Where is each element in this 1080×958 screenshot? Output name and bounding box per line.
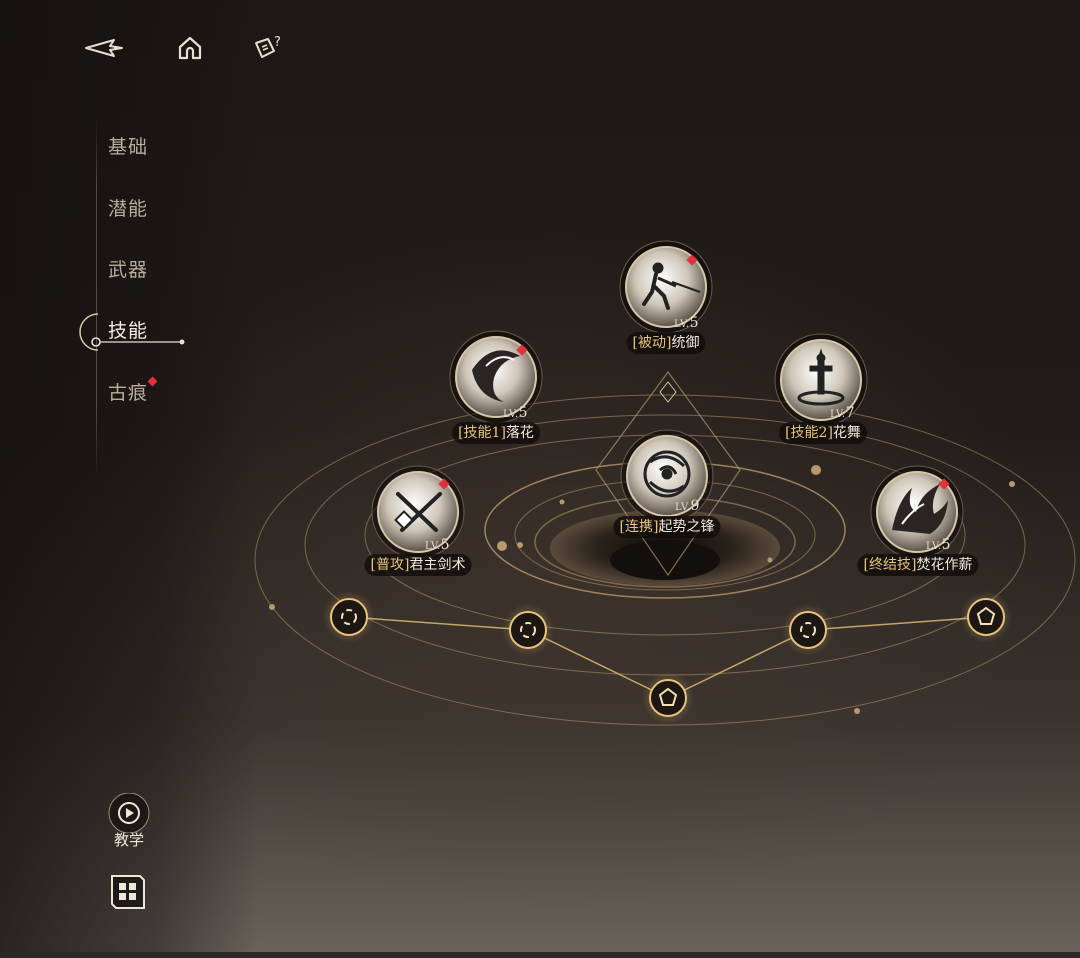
top-bar: ? — [80, 28, 300, 68]
skill-label-passive[interactable]: [被动]统御 — [626, 332, 706, 354]
level-skill1: LV.5 — [503, 405, 529, 421]
upgrade-node[interactable] — [642, 672, 694, 724]
skill-node-skill2[interactable] — [774, 333, 868, 427]
badge-skill1 — [516, 344, 528, 356]
back-arrow-icon[interactable] — [84, 28, 124, 68]
badge-basic — [438, 478, 450, 490]
badge-passive — [686, 254, 698, 266]
crossed-swords-icon — [394, 492, 442, 532]
swordsman-icon — [642, 262, 701, 310]
skill-label-combo[interactable]: [连携]起势之锋 — [613, 516, 721, 538]
nav-item-skills[interactable]: 技能 — [108, 320, 149, 342]
skill-label-basic[interactable]: [普攻]君主剑术 — [364, 554, 472, 576]
nav-item-potential[interactable]: 潜能 — [108, 198, 149, 220]
upgrade-node[interactable] — [960, 591, 1012, 643]
level-combo: LV.9 — [675, 498, 701, 514]
grid-menu-button[interactable] — [108, 872, 148, 912]
help-card-icon[interactable]: ? — [248, 28, 288, 68]
home-icon[interactable] — [170, 28, 210, 68]
play-icon — [108, 793, 150, 833]
upgrade-node[interactable] — [502, 604, 554, 656]
skill-node-basic[interactable] — [371, 465, 465, 559]
outer-ring — [254, 394, 1076, 726]
central-diamond — [595, 370, 741, 577]
skill-node-combo[interactable] — [620, 429, 714, 523]
side-nav: 基础 潜能 武器 技能 古痕 — [78, 118, 218, 478]
upgrade-node[interactable] — [323, 591, 375, 643]
svg-text:?: ? — [274, 35, 281, 50]
nav-divider — [96, 118, 97, 478]
skill-node-ultimate[interactable] — [870, 465, 964, 559]
skill-label-ultimate[interactable]: [终结技]焚花作薪 — [857, 554, 979, 576]
badge-ultimate — [938, 478, 950, 490]
nav-item-weapon[interactable]: 武器 — [108, 259, 149, 281]
skill-node-passive[interactable] — [619, 240, 713, 334]
skill-label-skill2[interactable]: [技能2]花舞 — [779, 422, 867, 444]
upgrade-nodes — [323, 591, 1012, 724]
sword-spin-icon — [797, 348, 845, 406]
level-skill2: LV.7 — [830, 405, 856, 421]
vortex-icon — [643, 450, 691, 498]
upgrade-node[interactable] — [782, 604, 834, 656]
bottom-edge — [0, 952, 1080, 958]
level-passive: LV.5 — [674, 315, 700, 331]
tutorial-button[interactable]: 教学 — [104, 793, 154, 853]
nav-item-relics[interactable]: 古痕 — [108, 382, 149, 404]
tutorial-label: 教学 — [113, 831, 144, 849]
skill-label-skill1[interactable]: [技能1]落花 — [452, 422, 540, 444]
grid-icon — [111, 875, 145, 909]
flame-burst-icon — [892, 484, 948, 534]
nav-active-indicator — [79, 313, 185, 351]
skill-node-skill1[interactable] — [449, 330, 543, 424]
level-basic: LV.5 — [425, 537, 451, 553]
nav-item-basic[interactable]: 基础 — [108, 136, 149, 158]
slash-swirl-icon — [472, 350, 520, 402]
level-ultimate: LV.5 — [926, 537, 952, 553]
